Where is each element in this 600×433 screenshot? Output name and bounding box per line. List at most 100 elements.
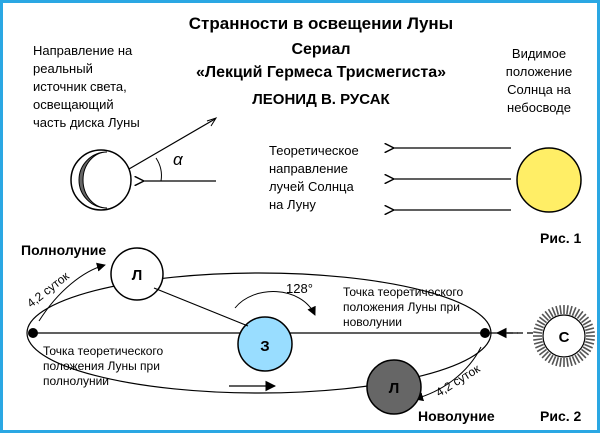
light-direction-line: Направление на bbox=[33, 43, 133, 58]
real-light-direction-line bbox=[128, 118, 216, 170]
series-subtitle: «Лекций Гермеса Трисмегиста» bbox=[196, 64, 446, 81]
moon-letter-new: Л bbox=[389, 380, 400, 397]
sun-ray-stroke bbox=[574, 354, 581, 364]
sun-ray-stroke bbox=[538, 348, 548, 356]
sun-ray-stroke bbox=[544, 310, 552, 320]
sun-ray-stroke bbox=[541, 313, 550, 322]
page-title: Странности в освещении Луны bbox=[189, 14, 453, 33]
sun-ray-stroke bbox=[580, 348, 590, 356]
visible-sun-line: Видимое bbox=[512, 46, 566, 61]
days-arc-left bbox=[38, 262, 106, 322]
sun-ray-stroke bbox=[584, 323, 593, 329]
sun-ray-stroke bbox=[538, 316, 548, 324]
sun-ray-stroke bbox=[566, 357, 569, 367]
sun-fig1 bbox=[516, 147, 582, 213]
full-moon-point-line: положения Луны при bbox=[43, 359, 160, 373]
sun-ray-stroke bbox=[555, 357, 560, 367]
light-direction-label: Направление на реальный источник света, … bbox=[33, 43, 140, 130]
sun-ray-stroke bbox=[585, 327, 595, 332]
sun-fig2-disk bbox=[542, 314, 586, 358]
days-arc-right bbox=[414, 346, 482, 402]
figure2-label: Рис. 2 bbox=[540, 408, 582, 424]
sun-ray-stroke bbox=[582, 346, 592, 353]
sun-ray-stroke bbox=[536, 319, 546, 326]
sun-ray-stroke bbox=[559, 357, 562, 367]
light-direction-line: освещающий bbox=[33, 97, 114, 112]
real-light-arrow-tip bbox=[206, 117, 218, 127]
new-moon-point-line: новолунии bbox=[343, 315, 402, 329]
sun-ray-stroke bbox=[574, 308, 581, 318]
sun-ray-stroke bbox=[576, 310, 584, 320]
sun-ray-stroke bbox=[566, 305, 569, 315]
angle-128-label: 128° bbox=[286, 281, 313, 296]
angle-alpha-label: α bbox=[173, 150, 184, 169]
sun-ray-stroke bbox=[533, 338, 543, 341]
sun-letter: С bbox=[559, 329, 570, 346]
full-moon-point-line: полнолунии bbox=[43, 374, 109, 388]
sun-ray-stroke bbox=[580, 316, 590, 324]
sun-ray-stroke bbox=[585, 338, 595, 341]
sun-ray-stroke bbox=[544, 352, 552, 362]
sun-ray-stroke bbox=[535, 323, 544, 329]
sun-ray-stroke bbox=[551, 356, 557, 365]
sun-fig2 bbox=[533, 305, 595, 367]
moon-fig1 bbox=[70, 149, 132, 211]
sun-ray-stroke bbox=[571, 356, 577, 365]
theoretical-rays-line: направление bbox=[269, 161, 348, 176]
sun-ray-stroke bbox=[559, 305, 562, 315]
days-label-right: 4,2 суток bbox=[433, 361, 483, 399]
sun-ray-stroke bbox=[541, 350, 550, 359]
sun-ray-stroke bbox=[533, 327, 543, 332]
theoretical-rays-line: Теоретическое bbox=[269, 143, 359, 158]
light-direction-line: реальный bbox=[33, 61, 93, 76]
moon-new-position bbox=[366, 359, 422, 415]
sun-ray-stroke bbox=[576, 352, 584, 362]
sun-ray-stroke bbox=[533, 340, 543, 345]
moon-full-position bbox=[110, 247, 164, 301]
sun-ray-stroke bbox=[568, 305, 573, 315]
new-moon-point-line: Точка теоретического bbox=[343, 285, 464, 299]
sun-ray-stroke bbox=[533, 331, 543, 334]
full-moon-theoretical-point bbox=[28, 328, 38, 338]
sun-ray-stroke bbox=[535, 343, 544, 349]
sun-ray-stroke bbox=[547, 308, 554, 318]
sun-ray-stroke bbox=[568, 357, 573, 367]
new-moon-point-label: Точка теоретического положения Луны при … bbox=[343, 285, 464, 329]
figure1-label: Рис. 1 bbox=[540, 230, 582, 246]
light-direction-line: источник света, bbox=[33, 79, 127, 94]
sun-ray-stroke bbox=[585, 340, 595, 345]
sun-ray-stroke bbox=[584, 343, 593, 349]
sun-ray-stroke bbox=[571, 307, 577, 316]
visible-sun-label: Видимое положение Солнца на небосводе bbox=[506, 46, 572, 115]
new-moon-label: Новолуние bbox=[418, 408, 495, 424]
earth-letter: З bbox=[260, 338, 269, 355]
angle-128-arc bbox=[234, 291, 316, 316]
new-moon-point-line: положения Луны при bbox=[343, 300, 460, 314]
theoretical-rays-line: лучей Солнца bbox=[269, 179, 355, 194]
full-moon-point-label: Точка теоретического положения Луны при … bbox=[43, 344, 164, 388]
sun-ray-stroke bbox=[555, 305, 560, 315]
visible-sun-line: Солнца на bbox=[507, 82, 572, 97]
visible-sun-line: положение bbox=[506, 64, 572, 79]
sun-ray-stroke bbox=[585, 331, 595, 334]
full-moon-point-line: Точка теоретического bbox=[43, 344, 164, 358]
theoretical-rays-line: на Луну bbox=[269, 197, 316, 212]
sun-ray-stroke bbox=[578, 350, 587, 359]
visible-sun-line: небосводе bbox=[507, 100, 571, 115]
moon-earth-line bbox=[153, 287, 249, 327]
sun-ray-stroke bbox=[551, 307, 557, 316]
earth bbox=[237, 316, 293, 372]
author-name: ЛЕОНИД В. РУСАК bbox=[252, 91, 390, 108]
sun-ray-stroke bbox=[582, 319, 592, 326]
series-title: Сериал bbox=[291, 41, 350, 58]
sun-ray-stroke bbox=[536, 346, 546, 353]
theoretical-rays-label: Теоретическое направление лучей Солнца н… bbox=[269, 143, 359, 212]
full-moon-label: Полнолуние bbox=[21, 242, 106, 258]
moon-illumination-diagram: Странности в освещении Луны Сериал «Лекц… bbox=[21, 14, 595, 424]
light-direction-line: часть диска Луны bbox=[33, 115, 140, 130]
moon-letter-full: Л bbox=[132, 267, 143, 284]
angle-arc bbox=[155, 157, 162, 182]
sun-ray-stroke bbox=[578, 313, 587, 322]
new-moon-theoretical-point bbox=[480, 328, 490, 338]
